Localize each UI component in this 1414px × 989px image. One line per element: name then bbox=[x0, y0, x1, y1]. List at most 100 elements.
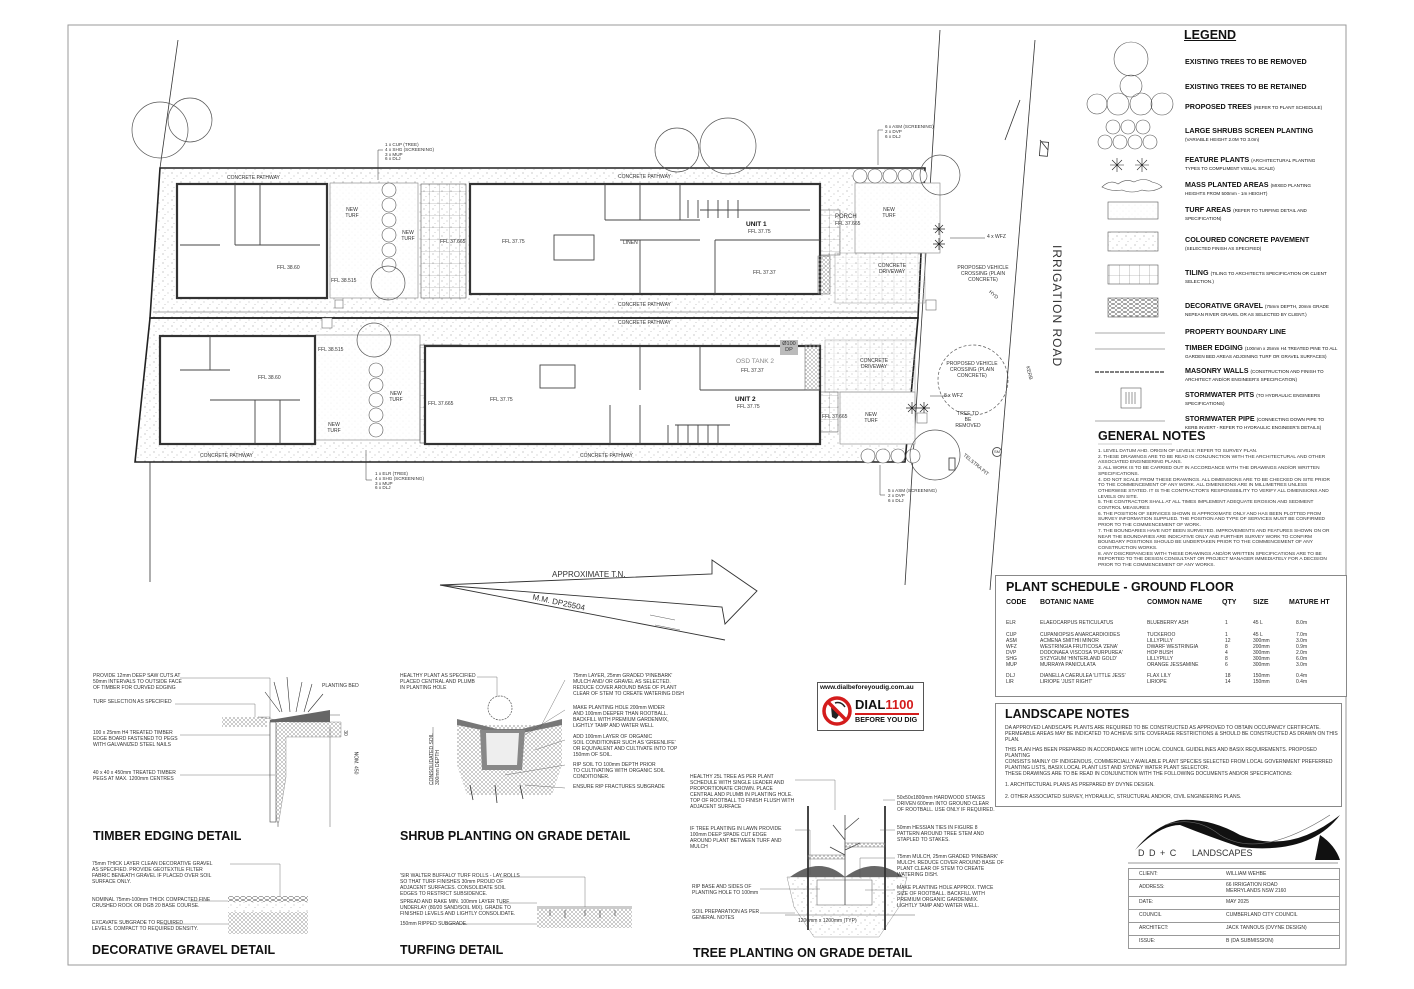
detail-note: SOIL PREPARATION AS PER GENERAL NOTES bbox=[692, 909, 760, 921]
north-arrow-label: APPROXIMATE T.N. bbox=[552, 570, 626, 579]
plant-schedule-cell-botanic: CUPANIOPSIS ANARCARDIOIDES bbox=[1040, 632, 1120, 638]
plant-schedule-cell-code: MUP bbox=[1006, 662, 1018, 668]
downpipe-box bbox=[780, 340, 798, 355]
plant-schedule-cell-mature: 7.0m bbox=[1296, 632, 1308, 638]
title-block-row: DATE:MAY 2025 bbox=[1128, 896, 1340, 909]
planting-callout: 1 x ELR (TREE) 4 x SHG (SCREENING) 3 x M… bbox=[375, 471, 425, 491]
plant-schedule-cell-qty: 12 bbox=[1225, 638, 1231, 644]
title-block-row: ADDRESS:66 IRRIGATION ROAD MERRYLANDS NS… bbox=[1128, 879, 1340, 896]
column-header: QTY bbox=[1222, 599, 1237, 606]
landscape-note: 1. ARCHITECTURAL PLANS AS PREPARED BY DV… bbox=[1005, 782, 1155, 788]
column-header: COMMON NAME bbox=[1147, 599, 1203, 606]
planting-callout: 6 x ASM (SCREENING) 2 x DVP 6 x DLJ bbox=[885, 124, 934, 139]
detail-note: 75mm MULCH, 25mm GRADED 'PINEBARK' MULCH… bbox=[897, 854, 1004, 878]
detail-note: RIP SOIL TO 100mm DEPTH PRIOR TO CULTIVA… bbox=[573, 762, 665, 780]
interior-walls bbox=[180, 184, 820, 444]
unit-2-label: UNIT 2 bbox=[735, 396, 756, 403]
general-notes-text: 1. LEVEL DATUM AHD. ORIGIN OF LEVELS: RE… bbox=[1098, 449, 1330, 569]
legend-item: EXISTING TREES TO BE RETAINED bbox=[1185, 82, 1307, 91]
detail-title: TURFING DETAIL bbox=[400, 943, 504, 957]
unit-1-label: UNIT 1 bbox=[746, 221, 767, 228]
legend-item: EXISTING TREES TO BE REMOVED bbox=[1185, 57, 1307, 66]
plant-schedule-cell-common: LILLYPILLY bbox=[1147, 656, 1173, 662]
plant-schedule-cell-qty: 1 bbox=[1225, 620, 1228, 626]
dbyd-tagline: BEFORE YOU DIG bbox=[855, 715, 918, 724]
detail-title: DECORATIVE GRAVEL DETAIL bbox=[92, 943, 276, 957]
column-header: SIZE bbox=[1253, 599, 1269, 606]
plant-schedule-cell-size: 45 L bbox=[1253, 632, 1263, 638]
landscape-note: THIS PLAN HAS BEEN PREPARED IN ACCORDANC… bbox=[1005, 747, 1333, 771]
ffl-label: FFL 38.60 bbox=[258, 375, 281, 381]
plant-schedule-cell-qty: 18 bbox=[1225, 673, 1231, 679]
concrete-driveway-label: CONCRETE DRIVEWAY bbox=[878, 263, 907, 275]
general-notes-title: GENERAL NOTES bbox=[1098, 429, 1206, 443]
new-turf-label: NEW TURF bbox=[864, 412, 878, 424]
planting-callout: 1 x CUP (TREE) 4 x SHG (SCREENING) 3 x M… bbox=[385, 142, 435, 162]
timber-edging-graphic bbox=[222, 676, 342, 828]
legend-item: MASONRY WALLS (CONSTRUCTION AND FINISH T… bbox=[1185, 366, 1324, 382]
detail-note: 'SIR WALTER BUFFALO' TURF ROLLS - LAY RO… bbox=[400, 873, 520, 897]
vehicle-crossing-label: PROPOSED VEHICLE CROSSING (PLAIN CONCRET… bbox=[946, 361, 998, 379]
plant-schedule-cell-common: TUCKEROO bbox=[1147, 632, 1176, 638]
legend-item: TILING (TILING TO ARCHITECTS SPECIFICATI… bbox=[1185, 268, 1327, 284]
ffl-label: FFL 37.665 bbox=[440, 239, 466, 245]
plant-schedule-cell-code: SHG bbox=[1006, 656, 1017, 662]
plant-schedule-cell-common: DWARF WESTRINGIA bbox=[1147, 644, 1199, 650]
detail-note: ADD 100mm LAYER OF ORGANIC SOIL CONDITIO… bbox=[573, 734, 678, 758]
detail-note: HEALTHY PLANT AS SPECIFIED PLACED CENTRA… bbox=[400, 673, 476, 691]
detail-note: HEALTHY 25L TREE AS PER PLANT SCHEDULE W… bbox=[690, 774, 795, 810]
plant-schedule-cell-botanic: WESTRINGIA FRUTICOSA 'ZENA' bbox=[1040, 644, 1119, 650]
landscape-notes-box: LANDSCAPE NOTES DA APPROVED LANDSCAPE PL… bbox=[995, 703, 1342, 807]
detail-note: NOMINAL 75mm-100mm THICK COMPACTED FINE … bbox=[92, 897, 211, 909]
plant-schedule-cell-qty: 8 bbox=[1225, 644, 1228, 650]
plant-schedule-cell-botanic: DIANELLA CAERULEA 'LITTLE JESS' bbox=[1040, 673, 1126, 679]
dbyd-number: DIAL1100 bbox=[855, 697, 914, 712]
ffl-label: FFL 37.75 bbox=[502, 239, 525, 245]
detail-note: MAKE PLANTING HOLE APPROX. TWICE SIZE OF… bbox=[897, 885, 994, 909]
plant-schedule-cell-mature: 3.0m bbox=[1296, 638, 1308, 644]
detail-note: TURF SELECTION AS SPECIFIED bbox=[93, 699, 172, 705]
landscape-note: THESE DRAWINGS ARE TO BE READ IN CONJUNC… bbox=[1005, 771, 1293, 777]
ffl-label: FFL 38.515 bbox=[331, 278, 357, 284]
new-turf-label: NEW TURF bbox=[401, 230, 415, 242]
trees bbox=[131, 97, 1009, 481]
concrete-driveway-label: CONCRETE DRIVEWAY bbox=[860, 358, 889, 370]
plant-schedule-cell-size: 300mm bbox=[1253, 638, 1270, 644]
detail-note: EXCAVATE SUBGRADE TO REQUIRED LEVELS. CO… bbox=[92, 920, 198, 932]
turf-areas bbox=[314, 182, 941, 445]
concrete-pathway-label: CONCRETE PATHWAY bbox=[618, 174, 671, 180]
vehicle-crossing-label: PROPOSED VEHICLE CROSSING (PLAIN CONCRET… bbox=[957, 265, 1009, 283]
legend-item: PROPERTY BOUNDARY LINE bbox=[1185, 327, 1286, 336]
buildings bbox=[158, 182, 822, 446]
plant-schedule-title: PLANT SCHEDULE - GROUND FLOOR bbox=[1006, 580, 1234, 594]
plant-schedule-cell-code: ELR bbox=[1006, 620, 1016, 626]
turfing-graphic bbox=[537, 906, 632, 928]
tree-to-be-removed-circle bbox=[937, 344, 1009, 416]
detail-note: IF TREE PLANTING IN LAWN PROVIDE 100mm D… bbox=[690, 826, 782, 850]
downpipe-label: Ø100 DP bbox=[782, 341, 796, 353]
plant-schedule-cell-size: 150mm bbox=[1253, 679, 1270, 685]
plant-schedule-cell-code: LIR bbox=[1006, 679, 1014, 685]
plant-schedule-cell-code: CUP bbox=[1006, 632, 1017, 638]
shrub-planting-graphic bbox=[432, 695, 562, 804]
plant-schedule-cell-size: 150mm bbox=[1253, 673, 1270, 679]
plant-schedule-cell-qty: 1 bbox=[1225, 632, 1228, 638]
no-digging-icon bbox=[822, 696, 852, 726]
new-turf-label: NEW TURF bbox=[389, 391, 403, 403]
plant-schedule-cell-mature: 0.4m bbox=[1296, 673, 1308, 679]
plant-schedule-cell-qty: 4 bbox=[1225, 650, 1228, 656]
plant-schedule-cell-qty: 6 bbox=[1225, 662, 1228, 668]
plant-schedule-cell-common: FLAX LILY bbox=[1147, 673, 1171, 679]
plant-schedule-cell-common: LIRIOPE bbox=[1147, 679, 1167, 685]
logo-text-landscapes: LANDSCAPES bbox=[1192, 848, 1253, 858]
plant-schedule-cell-botanic: LIRIOPE 'JUST RIGHT' bbox=[1040, 679, 1093, 685]
plant-schedule-cell-botanic: ACMENA SMITHII MINOR bbox=[1040, 638, 1099, 644]
detail-note: MAKE PLANTING HOLE 200mm WIDER AND 100mm… bbox=[573, 705, 669, 729]
plant-schedule-cell-common: BLUEBERRY ASH bbox=[1147, 620, 1189, 626]
wfz-callout: 4 x WFZ bbox=[987, 234, 1006, 240]
road-name: IRRIGATION ROAD bbox=[1050, 245, 1064, 368]
legend-item: DECORATIVE GRAVEL (75mm DEPTH, 20mm GRAD… bbox=[1185, 301, 1329, 317]
legend-item: PROPOSED TREES (REFER TO PLANT SCHEDULE) bbox=[1185, 102, 1323, 111]
